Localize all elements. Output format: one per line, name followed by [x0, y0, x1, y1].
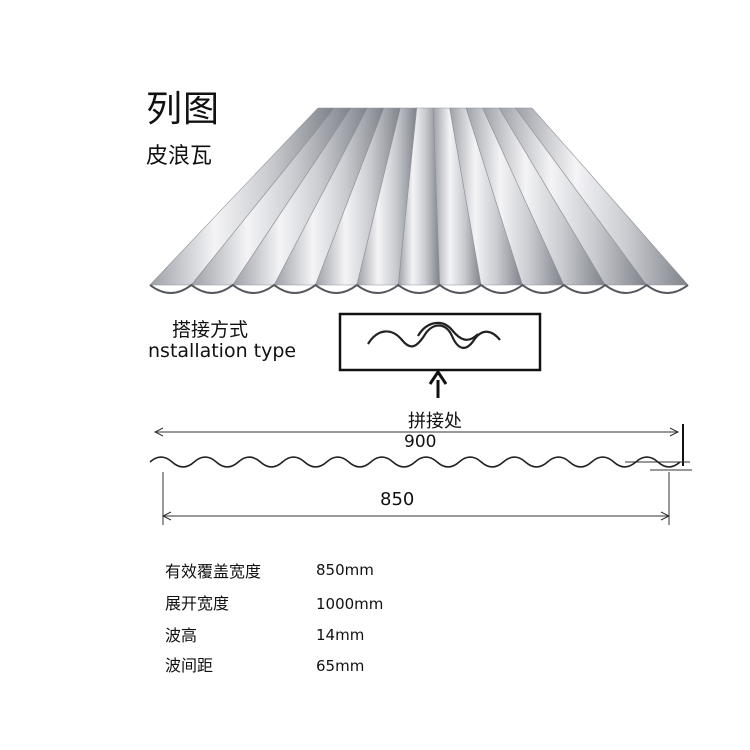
spec-label-wave-pitch: 波间距 — [165, 656, 214, 675]
lap-joint-label: 拼接处 — [408, 411, 462, 432]
dimension-arrow-right-850 — [660, 511, 671, 521]
product-name: 皮浪瓦 — [146, 144, 213, 169]
dimension-arrow-right-900 — [669, 427, 680, 437]
spec-value-wave-pitch: 65mm — [316, 657, 365, 675]
lap-arrow-head — [428, 369, 448, 385]
total-width-label: 900 — [404, 432, 437, 452]
spec-value-wave-height: 14mm — [316, 626, 365, 644]
effective-width-label: 850 — [380, 489, 415, 510]
spec-value-effective-width: 850mm — [316, 561, 374, 579]
spec-label-unfolded-width: 展开宽度 — [165, 594, 230, 613]
installation-type-box — [338, 312, 542, 372]
dimension-arrow-left-900 — [153, 427, 164, 437]
corrugated-sheet-image — [149, 107, 689, 294]
spec-label-effective-width: 有效覆盖宽度 — [165, 562, 262, 581]
overlap-profile-upper — [417, 321, 479, 341]
installation-type-label-zh: 搭接方式 — [172, 319, 249, 341]
spec-label-wave-height: 波高 — [165, 626, 198, 645]
corrugated-profile — [149, 456, 681, 468]
spec-value-unfolded-width: 1000mm — [316, 595, 384, 613]
dimension-arrow-left-850 — [161, 511, 172, 521]
overlap-profile-lower — [367, 324, 501, 349]
page-title: 列图 — [146, 89, 221, 130]
installation-type-label-en: nstallation type — [148, 340, 297, 362]
